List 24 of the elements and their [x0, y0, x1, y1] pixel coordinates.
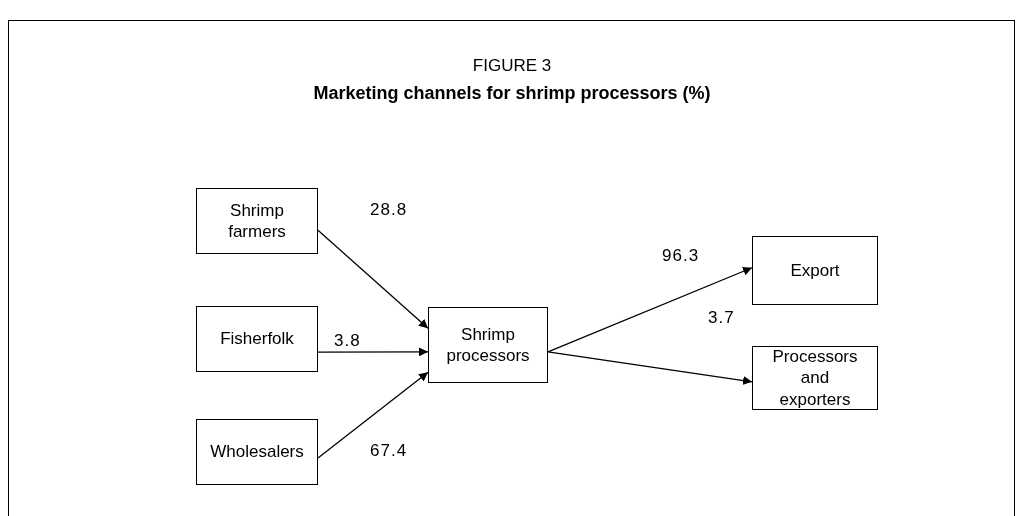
arrow	[547, 267, 753, 353]
edge-label: 96.3	[662, 246, 700, 266]
edge-label: 3.7	[708, 308, 735, 328]
edge-label: 67.4	[370, 441, 408, 461]
node-label: Shrimp farmers	[227, 199, 287, 243]
process-box	[428, 307, 548, 383]
node-label: Wholesalers	[210, 441, 304, 463]
arrow	[317, 229, 429, 329]
process-box	[196, 188, 318, 254]
figure-number: FIGURE 3	[472, 56, 552, 76]
edge-label: 3.8	[334, 331, 361, 351]
edge-label: 28.8	[370, 200, 408, 220]
process-box	[752, 346, 878, 410]
process-box	[196, 306, 318, 372]
figure-title: Marketing channels for shrimp processors (%)	[313, 83, 711, 104]
process-box	[196, 419, 318, 485]
arrow	[547, 351, 753, 385]
node-label: Export	[790, 259, 840, 282]
node-label: Shrimp processors	[445, 323, 531, 367]
node-label: Fisherfolk	[220, 328, 294, 350]
node-label: Processors and exporters	[771, 346, 859, 410]
process-box	[752, 236, 878, 305]
arrow	[317, 347, 429, 357]
arrow	[317, 371, 429, 459]
